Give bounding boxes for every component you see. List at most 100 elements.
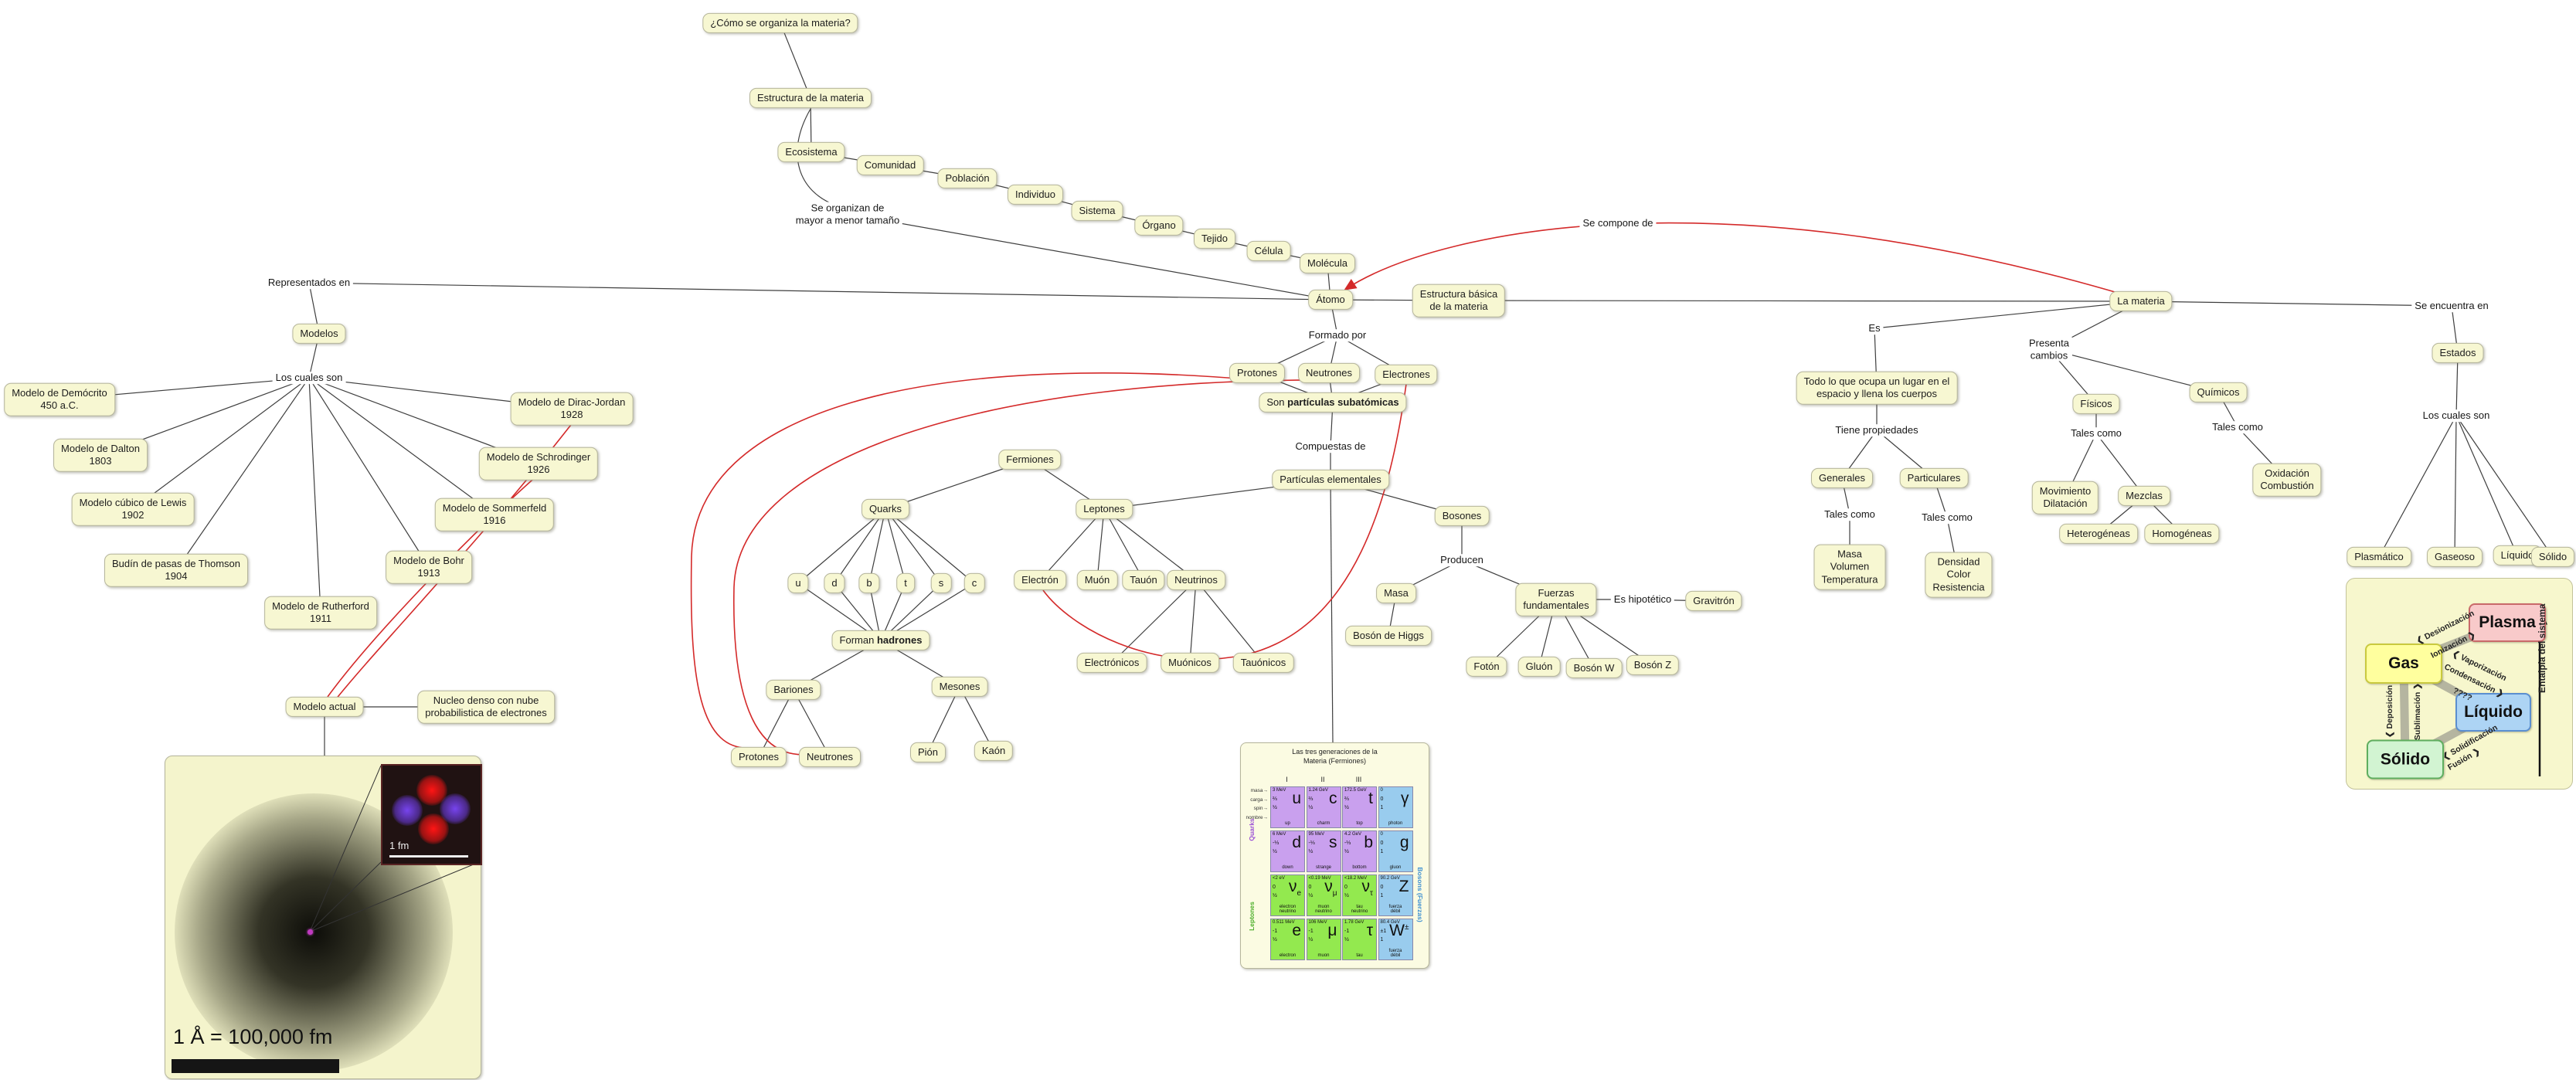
concept-node-neutrinos[interactable]: Neutrinos [1167, 569, 1225, 591]
concept-node-tauon[interactable]: Tauón [1122, 569, 1165, 591]
concept-node-molecula[interactable]: Molécula [1299, 253, 1356, 274]
concept-node-thomson[interactable]: Budín de pasas de Thomson 1904 [104, 553, 248, 587]
atom-scale-figure[interactable]: 1 fm 1 Å = 100,000 fm [165, 756, 482, 1079]
concept-node-protones-bar[interactable]: Protones [730, 746, 787, 768]
concept-node-quarks[interactable]: Quarks [861, 498, 909, 520]
concept-node-densidad-color-resistencia[interactable]: Densidad Color Resistencia [1925, 552, 1993, 598]
edge-los-cuales-son-2--solido [2455, 415, 2554, 558]
particle-charge: 0 [1380, 841, 1384, 846]
concept-node-quark-s[interactable]: s [930, 572, 952, 594]
concept-node-quark-b[interactable]: b [858, 572, 880, 594]
concept-node-todo-lo-que[interactable]: Todo lo que ocupa un lugar en el espacio… [1796, 371, 1958, 405]
concept-node-fisicos[interactable]: Físicos [2072, 393, 2120, 415]
concept-node-poblacion[interactable]: Población [937, 168, 997, 189]
phase-transition-label-6: Sublimación ❯ [2413, 682, 2422, 741]
particle-charge: -⅓ [1273, 841, 1280, 846]
concept-node-nucleo-denso[interactable]: Nucleo denso con nube probabilistica de … [417, 690, 555, 724]
concept-node-movimiento-dilatacion[interactable]: Movimiento Dilatación [2031, 481, 2099, 515]
concept-node-estructura-materia[interactable]: Estructura de la materia [749, 87, 872, 109]
concept-node-heterogeneas[interactable]: Heterogéneas [2059, 523, 2138, 545]
concept-node-dirac-jordan[interactable]: Modelo de Dirac-Jordan 1928 [510, 392, 634, 426]
concept-node-modelo-actual[interactable]: Modelo actual [285, 696, 364, 718]
concept-node-lewis[interactable]: Modelo cúbico de Lewis 1902 [71, 492, 195, 526]
concept-node-individuo[interactable]: Individuo [1007, 184, 1064, 205]
property-row-label-1: carga→ [1250, 796, 1268, 803]
concept-node-tejido[interactable]: Tejido [1194, 228, 1235, 250]
concept-node-tauonicos[interactable]: Tauónicos [1232, 652, 1294, 674]
concept-node-homogeneas[interactable]: Homogéneas [2144, 523, 2220, 545]
concept-node-quark-u[interactable]: u [787, 572, 809, 594]
concept-node-masa-volumen-temperatura[interactable]: Masa Volumen Temperatura [1813, 544, 1886, 590]
concept-node-estados[interactable]: Estados [2432, 342, 2484, 364]
concept-node-question[interactable]: ¿Cómo se organiza la materia? [702, 12, 858, 34]
concept-node-mezclas[interactable]: Mezclas [2118, 485, 2170, 507]
concept-node-solido[interactable]: Sólido [2530, 546, 2575, 568]
concept-node-bosones[interactable]: Bosones [1434, 505, 1490, 527]
particle-name: photon [1388, 821, 1403, 827]
nucleus-inset-image: 1 fm [381, 764, 482, 865]
concept-node-mesones[interactable]: Mesones [931, 676, 988, 698]
concept-node-estructura-basica[interactable]: Estructura básica de la materia [1412, 284, 1506, 318]
concept-node-celula[interactable]: Célula [1246, 240, 1291, 262]
concept-node-electron[interactable]: Electrón [1014, 569, 1066, 591]
concept-node-particulares[interactable]: Particulares [1899, 467, 1969, 489]
concept-node-quimicos[interactable]: Químicos [2189, 382, 2248, 403]
concept-node-atomo[interactable]: Átomo [1308, 289, 1353, 311]
concept-node-muon[interactable]: Muón [1076, 569, 1118, 591]
concept-node-fermiones[interactable]: Fermiones [998, 449, 1062, 470]
concept-node-sommerfeld[interactable]: Modelo de Sommerfeld 1916 [434, 498, 555, 532]
concept-node-electronicos[interactable]: Electrónicos [1076, 652, 1147, 674]
concept-node-gravitron[interactable]: Gravitrón [1685, 590, 1742, 612]
concept-node-electrones-top[interactable]: Electrones [1375, 364, 1438, 385]
concept-node-rutherford[interactable]: Modelo de Rutherford 1911 [264, 596, 377, 630]
concept-node-muonicos[interactable]: Muónicos [1161, 652, 1219, 674]
concept-node-schrodinger[interactable]: Modelo de Schrodinger 1926 [478, 447, 599, 481]
concept-node-masa[interactable]: Masa [1376, 582, 1416, 604]
particle-mass: <0.19 MeV [1308, 876, 1331, 881]
concept-node-boson-w[interactable]: Bosón W [1565, 657, 1623, 679]
concept-node-gluon[interactable]: Gluón [1517, 656, 1561, 678]
particle-name: fuerza débil [1388, 904, 1402, 915]
particle-name: strange [1315, 865, 1331, 871]
particle-charge: ⅔ [1273, 796, 1277, 802]
fermion-generations-table[interactable]: Las tres generaciones de la Materia (Fer… [1240, 742, 1429, 969]
concept-node-pion[interactable]: Pión [909, 742, 946, 763]
concept-node-organo[interactable]: Órgano [1134, 215, 1184, 236]
concept-node-neutrones-top[interactable]: Neutrones [1298, 362, 1360, 384]
concept-node-leptones[interactable]: Leptones [1076, 498, 1133, 520]
concept-node-democrito[interactable]: Modelo de Demócrito 450 a.C. [4, 382, 115, 416]
concept-node-dalton[interactable]: Modelo de Dalton 1803 [53, 438, 148, 472]
inset-scale-bar [389, 855, 468, 858]
concept-node-quark-c[interactable]: c [963, 572, 985, 594]
concept-node-oxidacion-combustion[interactable]: Oxidación Combustión [2252, 463, 2322, 497]
concept-node-quark-t[interactable]: t [896, 572, 915, 594]
concept-node-bohr[interactable]: Modelo de Bohr 1913 [386, 550, 472, 584]
link-label-compuestas-de: Compuestas de [1292, 440, 1369, 453]
concept-node-la-materia[interactable]: La materia [2109, 290, 2173, 312]
concept-node-ecosistema[interactable]: Ecosistema [777, 141, 845, 163]
concept-node-forman-hadrones[interactable]: Forman hadrones [831, 630, 930, 651]
particle-charge: -1 [1308, 929, 1313, 934]
concept-node-generales[interactable]: Generales [1811, 467, 1873, 489]
particle-mass: 0.511 MeV [1273, 920, 1295, 925]
concept-node-neutrones-bar[interactable]: Neutrones [799, 746, 861, 768]
concept-node-kaon[interactable]: Kaón [974, 740, 1014, 762]
concept-node-particulas-elementales[interactable]: Partículas elementales [1272, 469, 1389, 491]
concept-node-protones-top[interactable]: Protones [1229, 362, 1286, 384]
concept-node-modelos[interactable]: Modelos [292, 323, 346, 345]
concept-node-son-subatomicas[interactable]: Son partículas subatómicas [1259, 392, 1407, 413]
concept-node-boson-z[interactable]: Bosón Z [1626, 654, 1680, 676]
concept-node-boson-higgs[interactable]: Bosón de Higgs [1345, 625, 1432, 647]
concept-node-gaseoso[interactable]: Gaseoso [2426, 546, 2483, 568]
concept-node-plasmatico[interactable]: Plasmático [2347, 546, 2411, 568]
concept-node-bariones[interactable]: Bariones [766, 679, 821, 701]
concept-node-sistema[interactable]: Sistema [1071, 200, 1123, 222]
concept-node-foton[interactable]: Fotón [1466, 656, 1507, 678]
particle-symbol: μ [1327, 922, 1337, 939]
concept-node-quark-d[interactable]: d [824, 572, 845, 594]
concept-node-fuerzas-fundamentales[interactable]: Fuerzas fundamentales [1515, 582, 1597, 616]
concept-node-comunidad[interactable]: Comunidad [856, 155, 924, 176]
